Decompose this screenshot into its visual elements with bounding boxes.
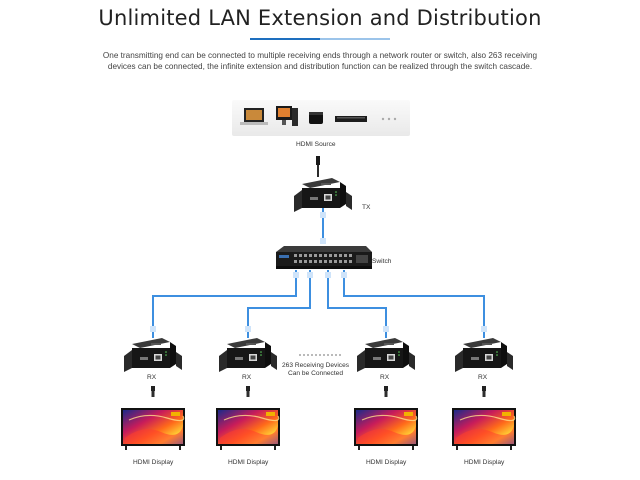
lan-cable-tx	[320, 208, 326, 244]
rx-label-1: RX	[147, 374, 157, 381]
tx-extender	[294, 178, 352, 212]
set-top-box-icon	[309, 112, 323, 124]
page-title: Unlimited LAN Extension and Distribution	[98, 6, 542, 30]
switch-label: Switch	[372, 258, 392, 265]
rx-extender-4	[455, 338, 513, 372]
rx-extender-3	[357, 338, 415, 372]
rx-extender-2	[219, 338, 277, 372]
hdmi-cables-display	[151, 386, 486, 397]
lan-cable-connectors	[150, 272, 487, 332]
hdmi-source-label: HDMI Source	[296, 141, 336, 148]
hdmi-display-label-1: HDMI Display	[133, 459, 174, 466]
title-underline-right	[320, 38, 390, 40]
rx-extender-1	[124, 338, 182, 372]
rx-label-3: RX	[380, 374, 390, 381]
dotted-separator	[299, 354, 341, 356]
tx-label: TX	[362, 204, 371, 211]
hdmi-display-2	[215, 407, 281, 451]
description-text: One transmitting end can be connected to…	[102, 51, 538, 71]
hdmi-display-4	[451, 407, 517, 451]
title-underline-left	[250, 38, 320, 40]
devices-note-line2: Can be Connected	[288, 370, 343, 377]
hdmi-cable-source	[316, 156, 320, 177]
hdmi-display-label-3: HDMI Display	[366, 459, 407, 466]
lan-cables-distribution	[152, 270, 485, 338]
rx-label-2: RX	[242, 374, 252, 381]
hdmi-display-3	[353, 407, 419, 451]
hdmi-display-label-4: HDMI Display	[464, 459, 505, 466]
network-switch	[276, 246, 372, 269]
desktop-computer-icon	[276, 106, 298, 126]
devices-note-line1: 263 Receiving Devices	[282, 362, 350, 369]
hdmi-display-label-2: HDMI Display	[228, 459, 269, 466]
hdmi-display-1	[120, 407, 186, 451]
more-dots-icon	[381, 117, 397, 121]
rx-label-4: RX	[478, 374, 488, 381]
blu-ray-player-icon	[335, 116, 367, 122]
laptop-icon	[240, 108, 268, 125]
